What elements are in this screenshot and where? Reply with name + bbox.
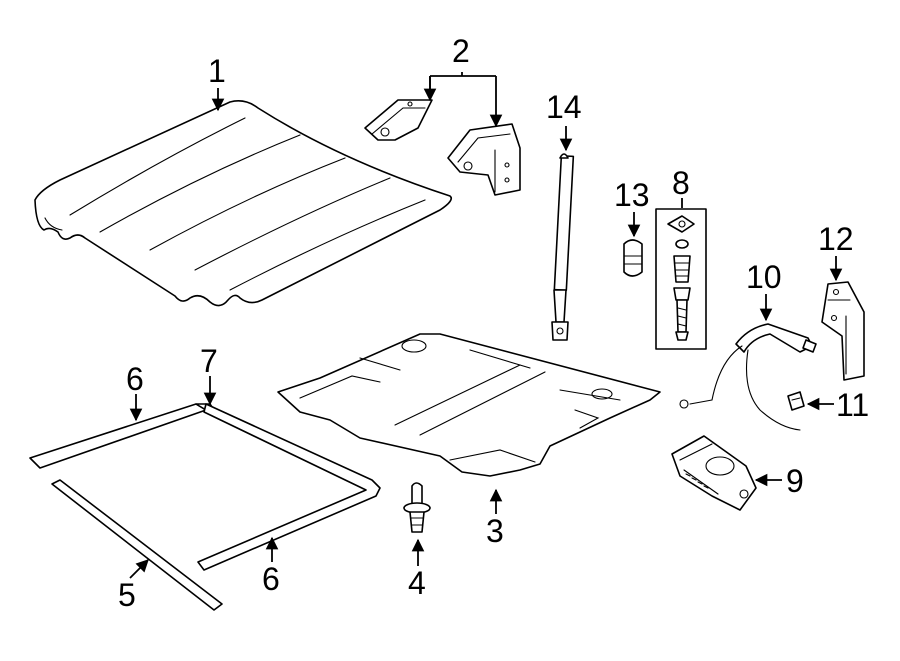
callout-7: 7 [200, 343, 218, 379]
callout-11: 11 [836, 387, 869, 423]
hood-panel[interactable] [34, 100, 453, 307]
hood-latch[interactable] [671, 435, 757, 511]
hood-release-cable[interactable] [679, 323, 817, 431]
seal-front[interactable] [29, 403, 207, 469]
cable-clip[interactable] [787, 391, 805, 411]
callout-9: 9 [786, 463, 804, 499]
hood-hinge-left[interactable] [364, 99, 433, 141]
callout-13: 13 [614, 177, 650, 213]
leader-lines [129, 72, 843, 579]
callout-14: 14 [546, 89, 582, 125]
hood-bumper[interactable] [623, 239, 643, 277]
retainer-clip[interactable] [403, 482, 431, 533]
callout-2: 2 [452, 33, 470, 69]
latch-kit-box[interactable] [655, 208, 707, 350]
callout-1: 1 [208, 53, 226, 89]
hood-lift-support[interactable] [551, 153, 575, 341]
seal-side[interactable] [197, 403, 381, 571]
callout-3: 3 [486, 513, 504, 549]
callout-8: 8 [672, 165, 690, 201]
callout-12: 12 [818, 221, 854, 257]
callout-10: 10 [746, 259, 782, 295]
callout-6-bottom: 6 [262, 561, 280, 597]
seal-rear[interactable] [51, 479, 223, 611]
callout-5: 5 [118, 577, 136, 613]
latch-bracket[interactable] [821, 281, 865, 381]
hood-insulator[interactable] [277, 333, 661, 477]
callout-4: 4 [408, 565, 426, 601]
hood-hinge-right[interactable] [447, 123, 521, 196]
callout-6-top: 6 [126, 361, 144, 397]
